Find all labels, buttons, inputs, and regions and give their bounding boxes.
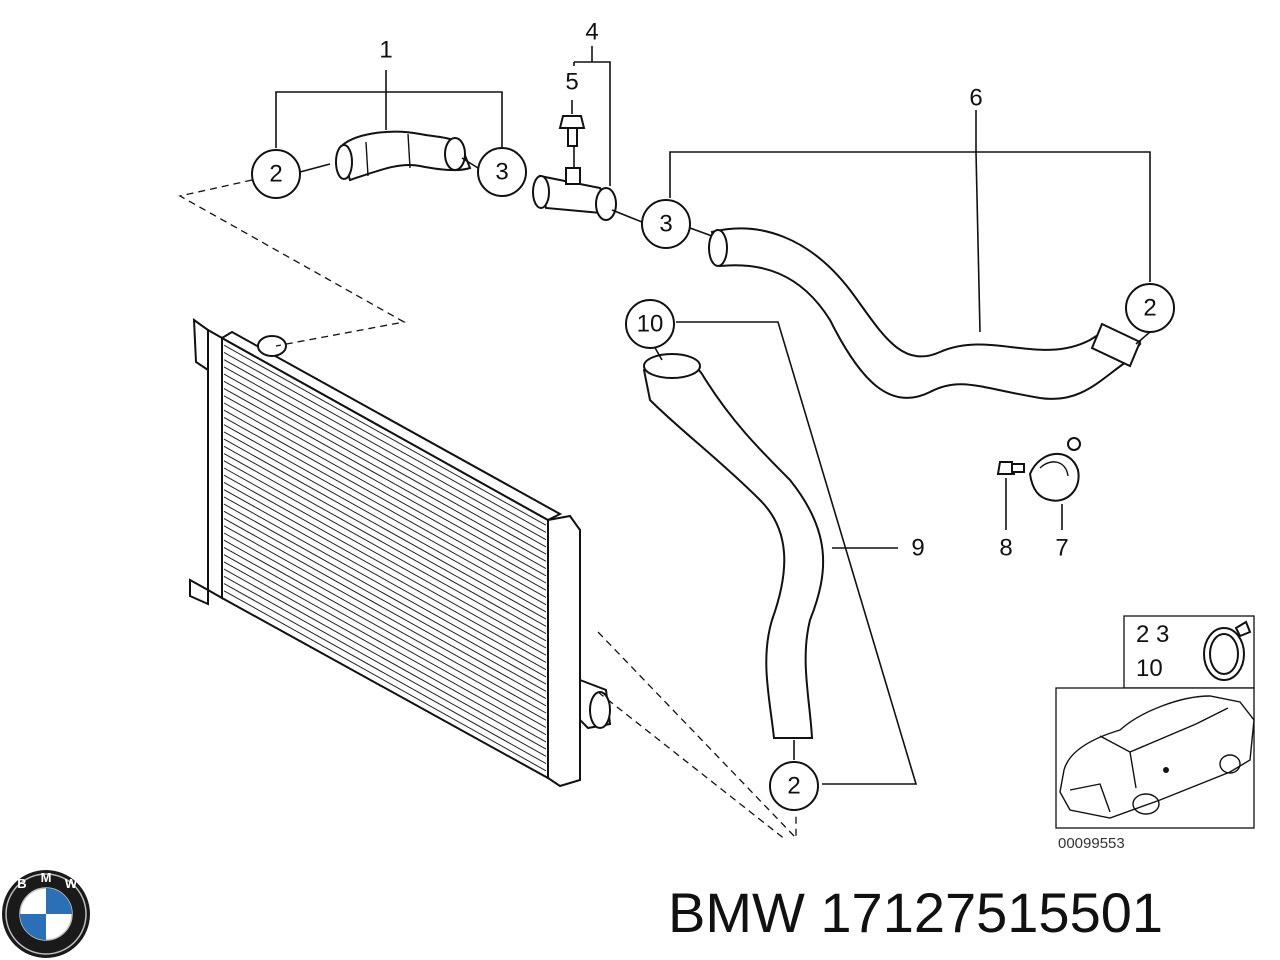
radiator-fin xyxy=(223,503,547,685)
radiator-fin xyxy=(223,510,547,692)
label-part-8: 8 xyxy=(999,535,1012,562)
clamp-icon xyxy=(1203,620,1252,681)
radiator-fin xyxy=(223,409,547,591)
label-part-6: 6 xyxy=(969,85,982,112)
logo-letter-b: B xyxy=(17,876,26,891)
hose-part-1 xyxy=(335,130,472,182)
car-icon xyxy=(1059,695,1255,819)
inset-car-box xyxy=(1055,687,1255,829)
radiator-fin xyxy=(223,373,547,555)
label-part-9: 9 xyxy=(911,535,924,562)
radiator-fin xyxy=(223,554,547,736)
label-part-1: 1 xyxy=(379,37,392,64)
radiator-fin xyxy=(223,431,547,613)
radiator-fin xyxy=(223,366,547,548)
radiator-fin xyxy=(223,344,547,526)
radiator-fin xyxy=(223,417,547,598)
bmw-logo: B M W xyxy=(2,870,90,958)
inset-clamp-box: 2 3 10 xyxy=(1123,615,1255,689)
radiator-fin xyxy=(223,561,547,743)
radiator-fin xyxy=(223,424,547,606)
radiator-fin xyxy=(223,583,547,764)
bolt-part-8 xyxy=(996,461,1025,475)
radiator-fin xyxy=(223,474,547,656)
radiator-fin xyxy=(223,568,547,750)
callout-10: 10 xyxy=(625,299,675,349)
label-part-4: 4 xyxy=(585,19,598,46)
hose-part-6 xyxy=(708,227,1142,400)
label-part-5: 5 xyxy=(565,69,578,96)
radiator-fin xyxy=(223,482,547,663)
radiator-fin xyxy=(223,467,547,649)
svg-text:2: 2 xyxy=(269,161,282,188)
bracket-part-7 xyxy=(1028,437,1081,502)
dashed-guide-lines xyxy=(178,179,797,841)
bolt-part-5 xyxy=(558,115,586,147)
svg-text:2: 2 xyxy=(1143,295,1156,322)
callout-3-top: 3 xyxy=(477,147,527,197)
callout-2-bottom: 2 xyxy=(769,761,819,811)
radiator-fin xyxy=(223,402,547,584)
radiator-fin xyxy=(223,575,547,757)
svg-text:3: 3 xyxy=(495,159,508,186)
radiator-fin xyxy=(223,525,547,707)
callout-2-right: 2 xyxy=(1125,283,1175,333)
part-number-title: BMW 17127515501 xyxy=(668,881,1163,944)
callout-3-middle: 3 xyxy=(641,199,691,249)
leader-lines xyxy=(275,46,1151,785)
t-connector-part-4 xyxy=(532,167,617,221)
radiator-fin xyxy=(223,532,547,714)
svg-text:2: 2 xyxy=(787,773,800,800)
callout-2-left: 2 xyxy=(251,149,301,199)
radiator-fin xyxy=(223,590,547,772)
diagram-code: 00099553 xyxy=(1058,835,1125,852)
radiator-fin xyxy=(223,539,547,721)
hose-part-9 xyxy=(642,353,825,739)
radiator xyxy=(189,317,612,788)
svg-text:10: 10 xyxy=(637,311,664,338)
radiator-fin xyxy=(223,445,547,627)
label-part-7: 7 xyxy=(1055,535,1068,562)
radiator-fin xyxy=(223,438,547,620)
radiator-fin xyxy=(223,496,547,678)
inset-label-line1: 2 3 xyxy=(1136,621,1169,648)
radiator-fin xyxy=(223,395,547,577)
radiator-fin xyxy=(223,489,547,671)
radiator-fin xyxy=(223,518,547,699)
logo-letter-w: W xyxy=(65,876,78,891)
radiator-fin xyxy=(223,380,547,562)
logo-letter-m: M xyxy=(41,870,52,885)
svg-text:3: 3 xyxy=(659,211,672,238)
radiator-fin xyxy=(223,453,547,634)
radiator-fin xyxy=(223,388,547,569)
radiator-fin xyxy=(223,352,547,533)
radiator-fins xyxy=(223,344,547,772)
inset-label-line2: 10 xyxy=(1136,655,1163,682)
radiator-fin xyxy=(223,460,547,642)
radiator-fin xyxy=(223,359,547,541)
radiator-fin xyxy=(223,547,547,728)
